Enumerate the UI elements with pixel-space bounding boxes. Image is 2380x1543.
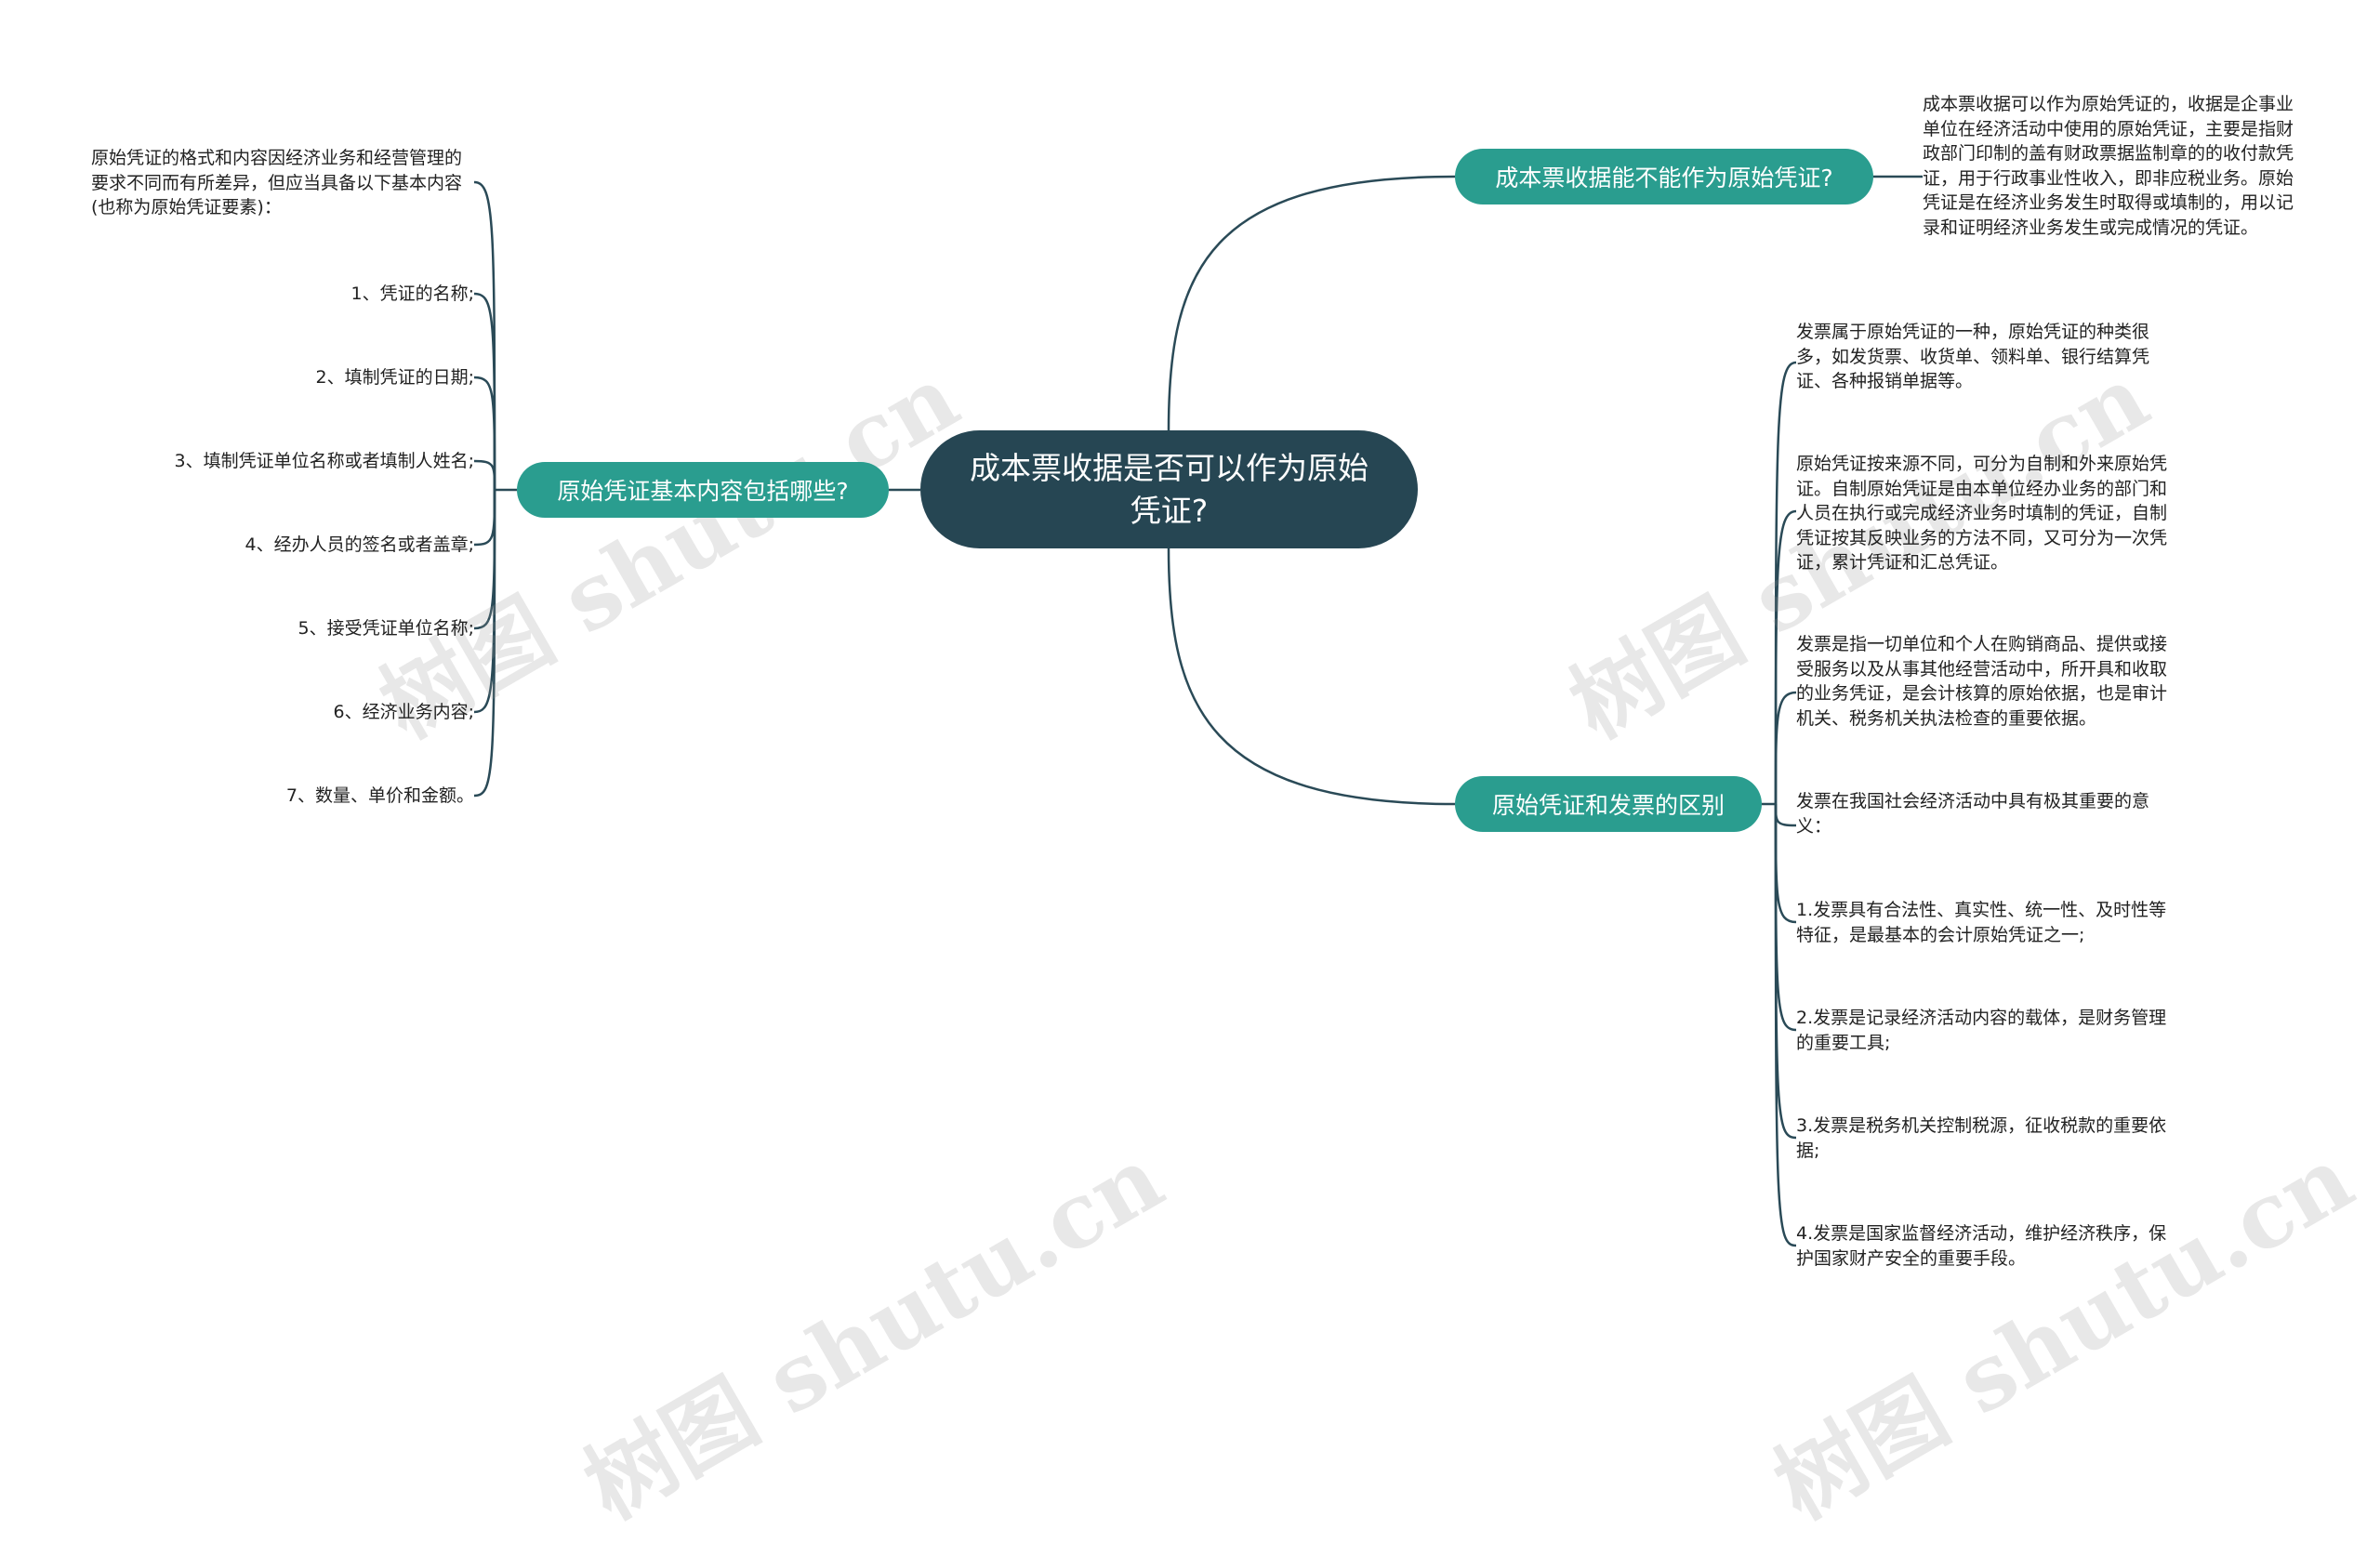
leaf-left-6: 6、经济业务内容;	[333, 702, 475, 722]
leaf-left-5: 5、接受凭证单位名称;	[298, 618, 475, 639]
leaf-left-7: 7、数量、单价和金额。	[285, 785, 474, 806]
leaf-br-5: 2.发票是记录经济活动内容的载体，是财务管理的重要工具;	[1796, 1008, 2167, 1053]
connector-br-leaf-6	[1774, 803, 1797, 1140]
connector-br-leaf-5	[1774, 803, 1797, 1032]
root-topic[interactable]: 成本票收据是否可以作为原始凭证?	[920, 430, 1418, 548]
leaf-left-4: 4、经办人员的签名或者盖章;	[245, 534, 475, 555]
leaf-br-0: 发票属于原始凭证的一种，原始凭证的种类很多，如发货票、收货单、领料单、银行结算凭…	[1796, 322, 2150, 391]
leaf-br-1: 原始凭证按来源不同，可分为自制和外来原始凭证。自制原始凭证是由本单位经办业务的部…	[1796, 454, 2168, 573]
connector-br-leaf-3	[1774, 803, 1797, 827]
branch-label: 原始凭证和发票的区别	[1491, 792, 1725, 819]
leaf-left-2: 2、填制凭证的日期;	[315, 367, 475, 388]
connector-root-bottom-right	[1167, 547, 1456, 806]
branch-basic-content[interactable]: 原始凭证基本内容包括哪些?	[517, 462, 889, 518]
connector-br-leaf-7	[1774, 803, 1797, 1247]
connector-br-leaf-2	[1774, 691, 1797, 805]
connector-left-leaf-5	[473, 489, 496, 630]
connector-root-top-right	[1167, 175, 1456, 431]
connector-lines	[473, 175, 1923, 1247]
connector-left-leaf-4	[473, 489, 496, 547]
connector-left-leaf-2	[473, 376, 496, 491]
connector-br-leaf-0	[1774, 361, 1797, 805]
leaf-br-7: 4.发票是国家监督经济活动，维护经济秩序，保护国家财产安全的重要手段。	[1796, 1223, 2167, 1269]
leaf-br-4: 1.发票具有合法性、真实性、统一性、及时性等特征，是最基本的会计原始凭证之一;	[1796, 900, 2167, 945]
leaf-br-6: 3.发票是税务机关控制税源，征收税款的重要依据;	[1796, 1115, 2167, 1161]
branch-voucher-vs-invoice[interactable]: 原始凭证和发票的区别	[1455, 776, 1762, 832]
leaf-left-intro: 原始凭证的格式和内容因经济业务和经营管理的要求不同而有所差异，但应当具备以下基本…	[91, 148, 463, 218]
leaf-br-3: 发票在我国社会经济活动中具有极其重要的意义：	[1796, 791, 2150, 837]
branch-label: 成本票收据能不能作为原始凭证?	[1495, 165, 1833, 191]
mind-map-canvas: 树图 shutu.cn 树图 shutu.cn 树图 shutu.cn 树图 s…	[91, 94, 2370, 1539]
connector-left-leaf-3	[473, 459, 496, 491]
connector-br-leaf-1	[1774, 509, 1797, 805]
leaf-br-2: 发票是指一切单位和个人在购销商品、提供或接受服务以及从事其他经营活动中，所开具和…	[1796, 634, 2168, 729]
branch-receipt-as-voucher[interactable]: 成本票收据能不能作为原始凭证?	[1455, 149, 1873, 204]
branch-label: 原始凭证基本内容包括哪些?	[557, 478, 849, 505]
leaf-top-right-0: 成本票收据可以作为原始凭证的，收据是企事业单位在经济活动中使用的原始凭证，主要是…	[1923, 94, 2294, 238]
root-topic-label: 成本票收据是否可以作为原始凭证?	[970, 449, 1368, 529]
leaf-left-3: 3、填制凭证单位名称或者填制人姓名;	[174, 451, 475, 471]
connector-left-leaf-7	[473, 489, 496, 798]
leaf-left-1: 1、凭证的名称;	[350, 284, 475, 304]
connector-left-leaf-0	[473, 180, 496, 491]
